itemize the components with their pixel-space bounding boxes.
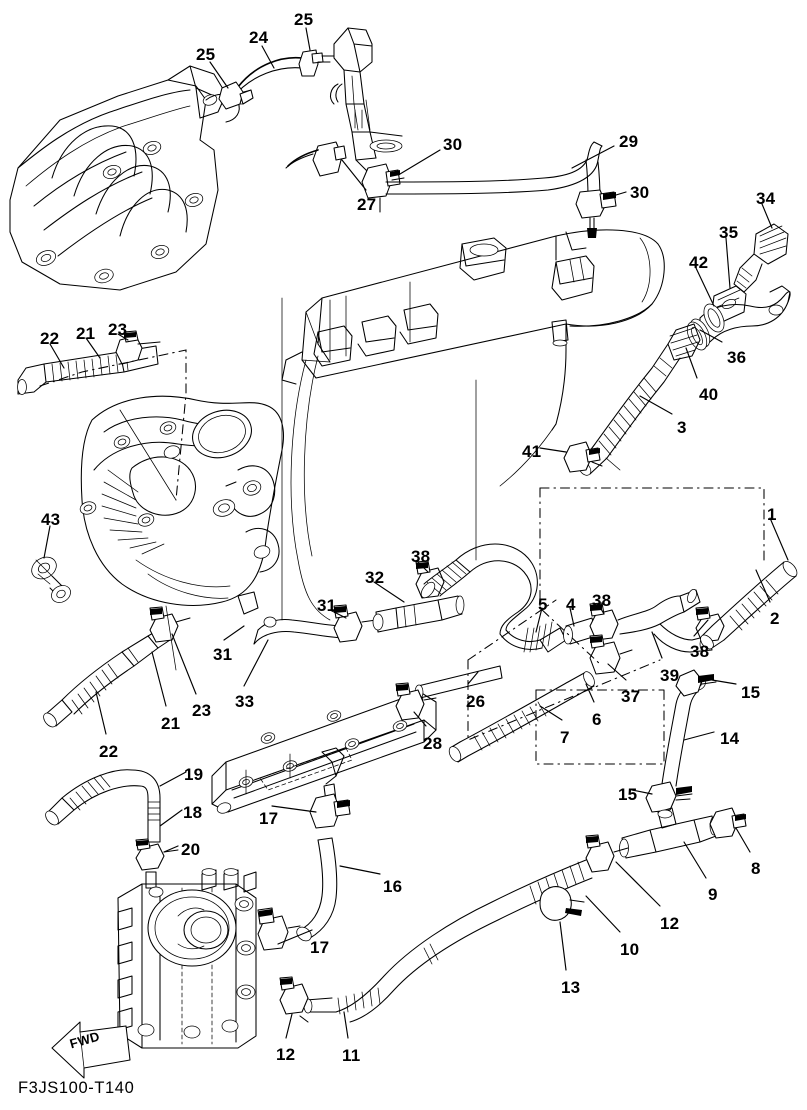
callout-42: 42 bbox=[689, 253, 709, 272]
callout-24: 24 bbox=[249, 28, 269, 47]
hose-1-2-assembly bbox=[700, 561, 798, 650]
callout-5: 5 bbox=[538, 595, 548, 614]
callout-11: 11 bbox=[342, 1046, 361, 1065]
hose-33-assembly bbox=[253, 604, 377, 645]
clamp-27-30-group bbox=[285, 141, 405, 213]
callout-9: 9 bbox=[708, 885, 718, 904]
callout-20: 20 bbox=[181, 840, 201, 859]
hose-10-assembly bbox=[335, 859, 593, 1023]
hose-11-assembly bbox=[279, 976, 381, 1023]
callout-37: 37 bbox=[621, 687, 641, 706]
hose-24-assembly bbox=[218, 49, 335, 110]
callout-15: 15 bbox=[741, 683, 761, 702]
callout-8: 8 bbox=[751, 859, 761, 878]
engine-block-center bbox=[281, 229, 665, 425]
callout-28: 28 bbox=[423, 734, 443, 753]
callout-12: 12 bbox=[276, 1045, 296, 1064]
callout-32: 32 bbox=[365, 568, 385, 587]
bracket-34-35-42-36-group bbox=[686, 223, 791, 351]
tee-9-assembly bbox=[585, 807, 747, 873]
callout-23: 23 bbox=[108, 320, 128, 339]
callout-29: 29 bbox=[619, 132, 639, 151]
callout-14: 14 bbox=[720, 729, 740, 748]
fwd-arrow bbox=[51, 1021, 131, 1079]
intake-manifold-assembly bbox=[9, 65, 240, 291]
callout-4: 4 bbox=[566, 595, 576, 614]
reference-links bbox=[119, 297, 621, 671]
callout-30: 30 bbox=[630, 183, 650, 202]
callout-16: 16 bbox=[383, 877, 403, 896]
callout-18: 18 bbox=[183, 803, 203, 822]
clamp-41 bbox=[563, 441, 603, 473]
joint-32-assembly bbox=[372, 560, 465, 633]
callout-39: 39 bbox=[660, 666, 680, 685]
callout-35: 35 bbox=[719, 223, 739, 242]
callout-33: 33 bbox=[235, 692, 255, 711]
callout-36: 36 bbox=[727, 348, 747, 367]
leader-lines bbox=[43, 27, 789, 1039]
callout-21: 21 bbox=[76, 324, 96, 343]
callout-27: 27 bbox=[357, 195, 377, 214]
callout-43: 43 bbox=[41, 510, 61, 529]
pump-housing-lower-left bbox=[117, 868, 257, 1049]
callout-38: 38 bbox=[592, 591, 612, 610]
sensor-column-assembly bbox=[329, 27, 403, 173]
callout-1: 1 bbox=[767, 505, 777, 524]
drawing-number: F3JS100-T140 bbox=[18, 1079, 135, 1097]
hose-29-assembly bbox=[385, 141, 617, 238]
callout-34: 34 bbox=[756, 189, 776, 208]
hose-16-assembly bbox=[257, 793, 351, 951]
callout-2: 2 bbox=[770, 609, 780, 628]
joint-4-39-assembly bbox=[563, 588, 725, 675]
callout-19: 19 bbox=[184, 765, 204, 784]
assembly-group-boxes bbox=[39, 349, 765, 765]
hose-7-6-assembly bbox=[448, 671, 595, 763]
callout-41: 41 bbox=[522, 442, 542, 461]
callout-22: 22 bbox=[99, 742, 119, 761]
callout-7: 7 bbox=[560, 728, 570, 747]
callout-12: 12 bbox=[660, 914, 680, 933]
callout-25: 25 bbox=[196, 45, 216, 64]
callout-30: 30 bbox=[443, 135, 463, 154]
gear-case-housing-left bbox=[79, 395, 284, 615]
hose-22-21-23-lower bbox=[43, 606, 191, 728]
callout-38: 38 bbox=[411, 547, 431, 566]
callout-31: 31 bbox=[213, 645, 233, 664]
callout-13: 13 bbox=[561, 978, 581, 997]
callout-6: 6 bbox=[592, 710, 602, 729]
callout-17: 17 bbox=[310, 938, 330, 957]
callout-31: 31 bbox=[317, 596, 337, 615]
callout-38: 38 bbox=[690, 642, 710, 661]
callout-3: 3 bbox=[677, 418, 687, 437]
callout-15: 15 bbox=[618, 785, 638, 804]
callout-21: 21 bbox=[161, 714, 181, 733]
callout-17: 17 bbox=[259, 809, 279, 828]
callout-22: 22 bbox=[40, 329, 60, 348]
callout-23: 23 bbox=[192, 701, 212, 720]
callout-26: 26 bbox=[466, 692, 486, 711]
hose-19-18-20-assembly bbox=[45, 769, 179, 889]
hose-22-21-23-upper bbox=[17, 330, 161, 395]
pipe-14-assembly bbox=[645, 669, 717, 813]
bracket-43 bbox=[31, 556, 71, 603]
pipe-26-assembly bbox=[395, 665, 503, 721]
callout-25: 25 bbox=[294, 10, 314, 29]
callout-10: 10 bbox=[620, 940, 640, 959]
callout-40: 40 bbox=[699, 385, 719, 404]
